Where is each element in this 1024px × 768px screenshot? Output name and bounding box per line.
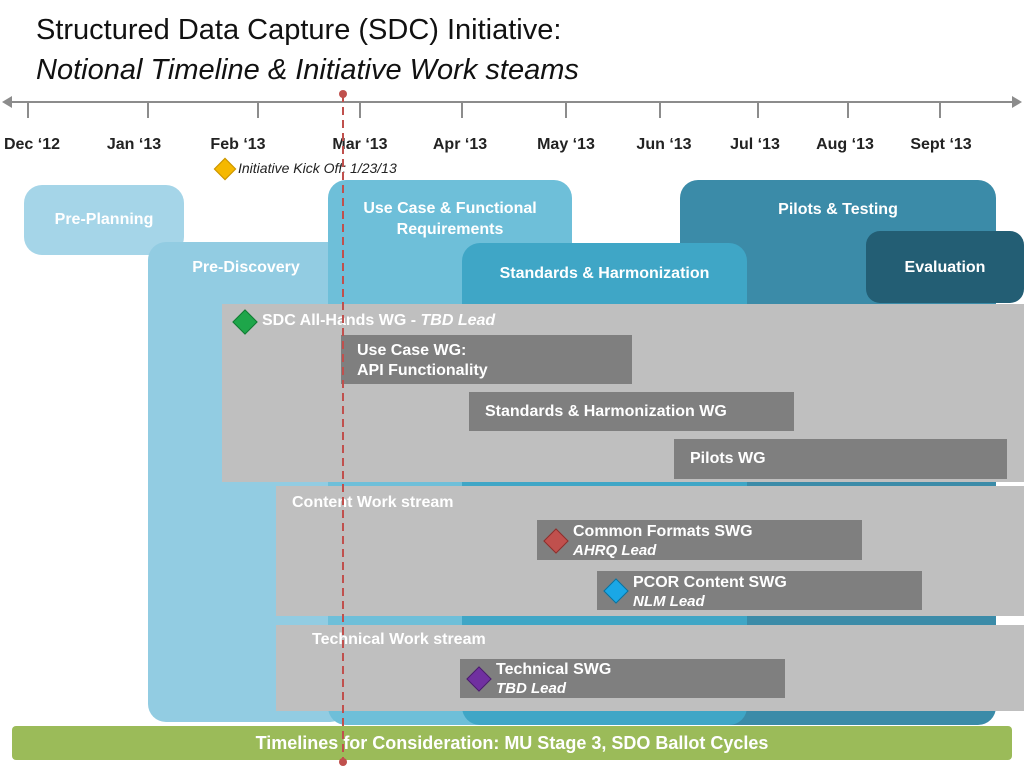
pcor-lead: NLM Lead [633, 593, 705, 610]
phase-pilots-label: Pilots & Testing [778, 201, 898, 218]
timeline-axis [2, 96, 1022, 118]
month-label-jan-13: Jan ‘13 [106, 136, 162, 153]
all-hands-lead: TBD Lead [420, 312, 496, 329]
month-label-apr-13: Apr ‘13 [432, 136, 488, 153]
month-label-mar-13: Mar ‘13 [332, 136, 388, 153]
phase-pre-planning-label: Pre-Planning [54, 211, 154, 228]
phase-pre-discovery-label: Pre-Discovery [192, 259, 300, 276]
all-hands-title: SDC All-Hands WG - [262, 312, 421, 329]
common-formats-title: Common Formats SWG [573, 523, 753, 540]
page-subtitle: Notional Timeline & Initiative Work stea… [36, 54, 579, 86]
technical-swg-bar: Technical SWG TBD Lead [460, 659, 785, 698]
month-label-may-13: May ‘13 [537, 136, 595, 153]
phase-evaluation-label: Evaluation [904, 259, 986, 276]
phase-evaluation: Evaluation [866, 231, 1024, 303]
month-label-jun-13: Jun ‘13 [636, 136, 692, 153]
month-label-aug-13: Aug ‘13 [816, 136, 874, 153]
use-case-wg-title: Use Case WG: [357, 342, 467, 359]
content-stream-label: Content Work stream [292, 494, 454, 511]
pilots-wg-bar: Pilots WG [674, 439, 1007, 479]
use-case-wg-bar: Use Case WG: API Functionality [341, 335, 632, 384]
technical-swg-title: Technical SWG [496, 661, 612, 678]
phase-standards-label: Standards & Harmonization [499, 265, 710, 282]
kickoff-diamond-icon [213, 157, 237, 181]
page-title: Structured Data Capture (SDC) Initiative… [36, 14, 562, 46]
use-case-wg-subtitle: API Functionality [357, 362, 488, 379]
pcor-content-swg-bar: PCOR Content SWG NLM Lead [597, 571, 922, 610]
footer-timelines-bar: Timelines for Consideration: MU Stage 3,… [12, 726, 1012, 760]
common-formats-lead: AHRQ Lead [573, 542, 657, 559]
month-label-jul-13: Jul ‘13 [730, 136, 780, 153]
all-hands-diamond-icon [232, 309, 258, 335]
technical-stream-label: Technical Work stream [312, 631, 486, 648]
current-date-bottom-dot [339, 758, 347, 766]
common-formats-swg-bar: Common Formats SWG AHRQ Lead [537, 520, 862, 560]
common-formats-diamond-icon [543, 528, 569, 554]
kickoff-label: Initiative Kick Off: 1/23/13 [238, 160, 397, 176]
month-label-dec-12: Dec ‘12 [3, 136, 61, 153]
pcor-title: PCOR Content SWG [633, 574, 787, 591]
pcor-diamond-icon [603, 578, 629, 604]
month-label-feb-13: Feb ‘13 [210, 136, 266, 153]
all-hands-label: SDC All-Hands WG - TBD Lead [262, 312, 495, 330]
phase-use-case-label: Use Case & Functional Requirements [363, 200, 537, 238]
current-date-marker [339, 90, 347, 766]
technical-swg-lead: TBD Lead [496, 680, 567, 697]
current-date-top-dot [339, 90, 347, 98]
standards-wg-bar: Standards & Harmonization WG [469, 392, 794, 431]
technical-diamond-icon [466, 666, 492, 692]
month-label-sept-13: Sept ‘13 [910, 136, 972, 153]
